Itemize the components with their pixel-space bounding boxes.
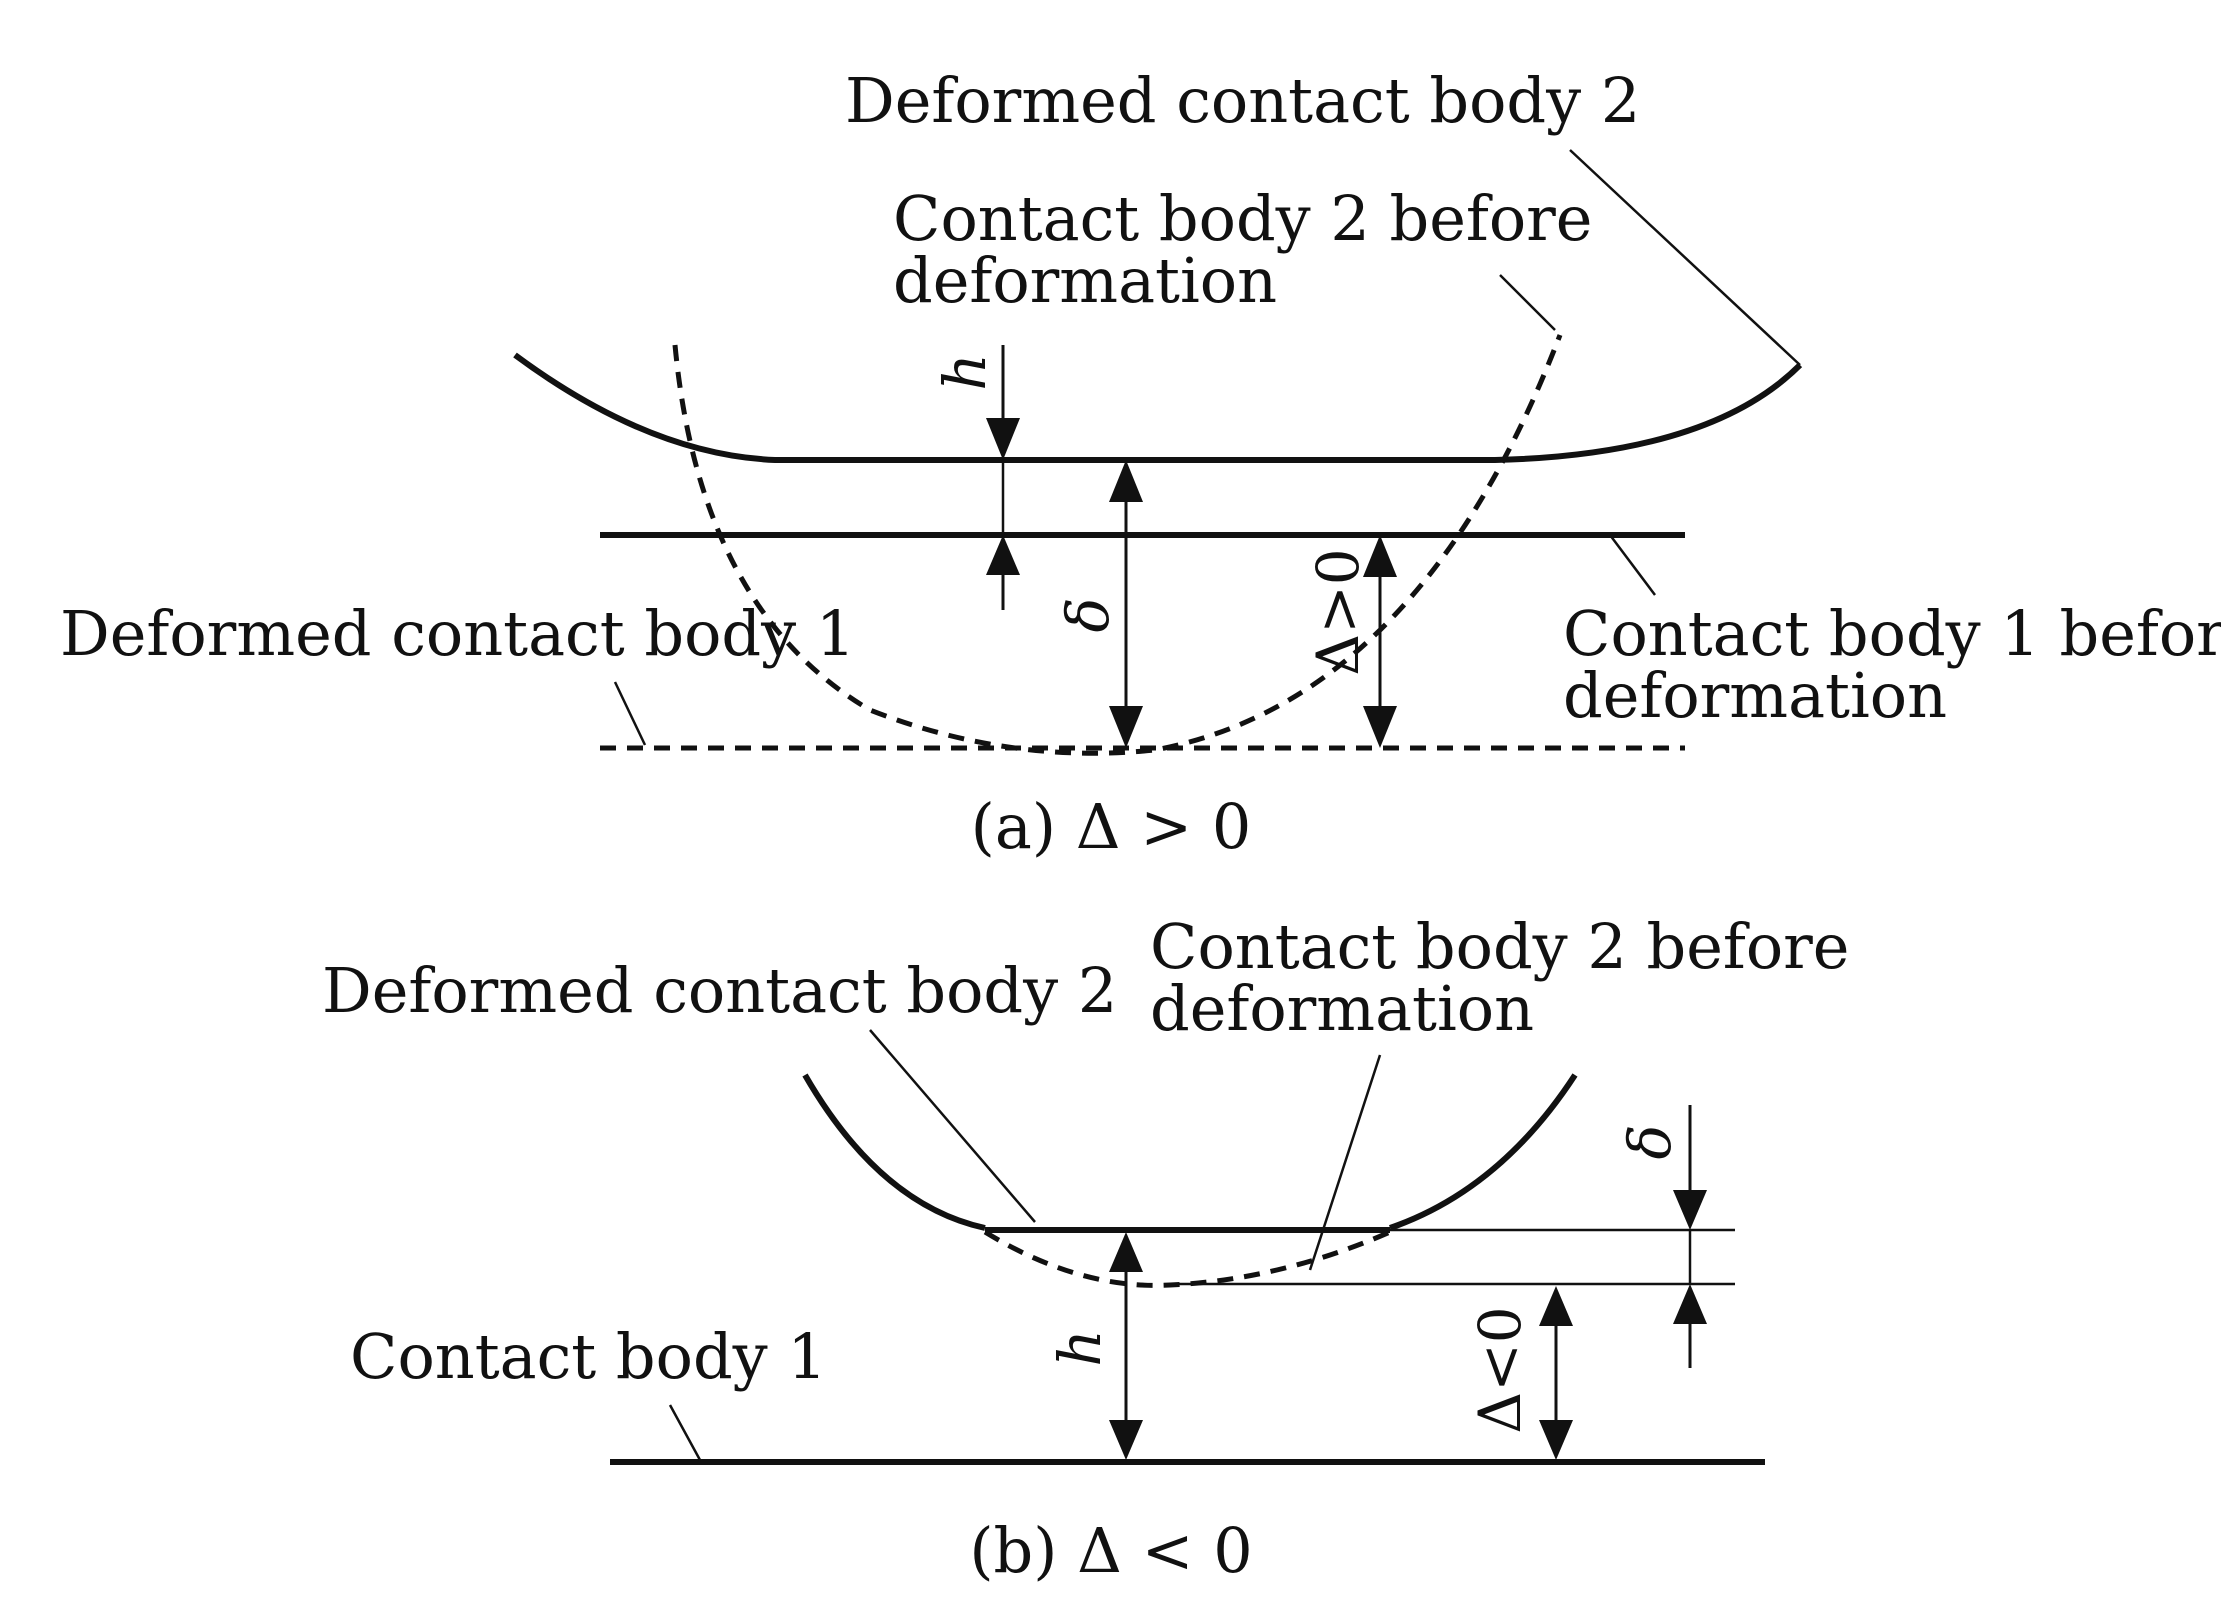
symbol-Delta-positive: Δ>0	[1304, 548, 1372, 675]
caption-b: (b) Δ < 0	[969, 1514, 1252, 1587]
label-body2-before-line1: Contact body 2 before	[893, 182, 1593, 255]
deformed-body2-curve	[513, 352, 1803, 463]
caption-a: (a) Δ > 0	[971, 790, 1252, 863]
delta-dimension	[1673, 1105, 1707, 1368]
label-body1-before-line2: deformation	[1563, 659, 1947, 732]
symbol-delta: δ	[1054, 598, 1122, 633]
label-deformed-body2: Deformed contact body 2	[845, 64, 1640, 137]
label-deformed-body2: Deformed contact body 2	[322, 954, 1117, 1027]
body2-before-dashed-arc	[672, 334, 1563, 756]
panel-a: h δ Δ>0 Deformed contact body 2 Contact …	[60, 64, 2221, 863]
leader-body2-before	[1499, 274, 1556, 331]
leader-body2-before	[1308, 1054, 1382, 1271]
body2-before-dashed-arc	[983, 1229, 1391, 1288]
Delta-negative-dimension	[1539, 1286, 1573, 1460]
symbol-Delta-negative: Δ<0	[1466, 1306, 1534, 1433]
label-body1: Contact body 1	[350, 1320, 827, 1393]
label-body2-before-line1: Contact body 2 before	[1150, 910, 1850, 983]
Delta-positive-dimension	[1363, 535, 1397, 748]
label-body2-before-line2: deformation	[893, 244, 1277, 317]
label-deformed-body1: Deformed contact body 1	[60, 597, 855, 670]
label-body2-before-line2: deformation	[1150, 972, 1534, 1045]
leader-deformed-body2	[1569, 149, 1801, 366]
label-body1-before-line1: Contact body 1 before	[1563, 597, 2221, 670]
symbol-h: h	[1046, 1329, 1114, 1366]
h-dimension	[986, 345, 1020, 610]
leader-deformed-body2	[869, 1029, 1036, 1223]
deformed-body2-right-arm	[1389, 1073, 1578, 1231]
leader-body1	[668, 1404, 702, 1461]
panel-b: δ h Δ<0 Deformed contact body 2 Contact …	[322, 910, 1850, 1587]
leader-body1-before	[1609, 534, 1656, 596]
symbol-delta: δ	[1616, 1125, 1684, 1160]
delta-dimension	[1109, 460, 1143, 748]
leader-deformed-body1	[613, 681, 647, 746]
deformed-body2-left-arm	[802, 1073, 986, 1231]
h-dimension	[1109, 1232, 1143, 1460]
symbol-h: h	[931, 353, 999, 390]
